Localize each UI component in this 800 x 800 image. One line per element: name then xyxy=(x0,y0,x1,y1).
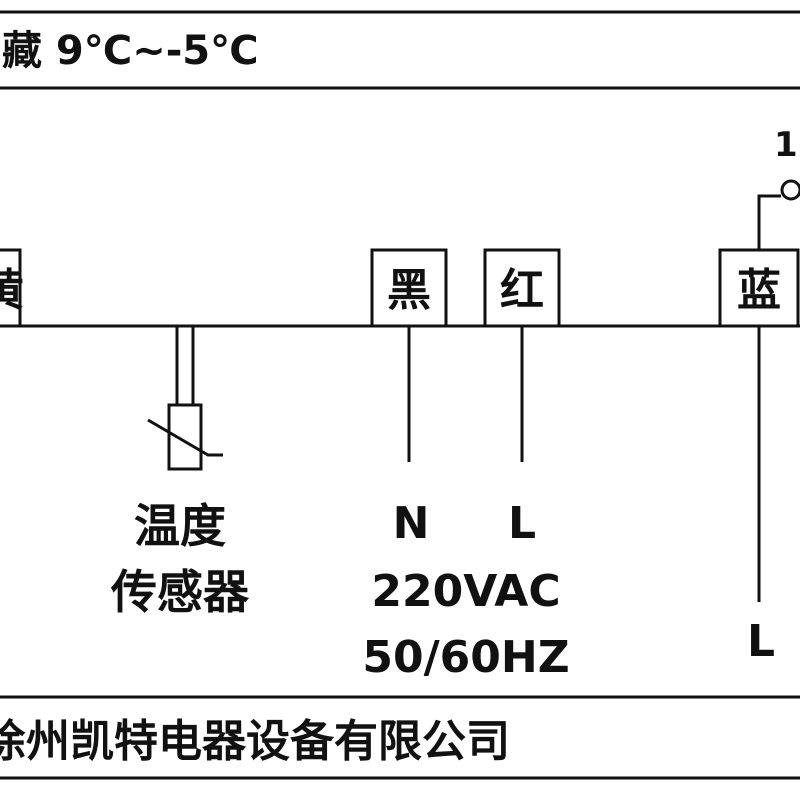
footer-company: 徐州凯特电器设备有限公司 xyxy=(0,716,510,767)
terminal-red-label: 红 xyxy=(500,265,544,316)
terminal-black: 黑 xyxy=(370,248,448,328)
switch-number: 1 xyxy=(774,125,798,165)
sensor-label-line2: 传感器 xyxy=(110,565,250,619)
right-wire-label: L xyxy=(747,616,775,667)
power-l-label: L xyxy=(508,498,536,549)
terminal-black-label: 黑 xyxy=(387,265,431,316)
terminal-red: 红 xyxy=(483,248,561,328)
terminal-left-label: 黄 xyxy=(0,265,24,316)
sensor-label-line1: 温度 xyxy=(134,499,226,553)
power-voltage-label: 220VAC xyxy=(371,566,560,617)
header-title: 藏 9℃~-5℃ xyxy=(2,28,259,74)
terminal-left-partial: 黄 xyxy=(0,248,24,328)
switch-contact xyxy=(757,179,800,250)
temperature-sensor-symbol xyxy=(147,326,223,471)
power-frequency-label: 50/60HZ xyxy=(362,632,569,683)
terminal-blue-label: 蓝 xyxy=(737,265,781,316)
power-n-label: N xyxy=(393,498,430,549)
outer-frame xyxy=(0,10,800,780)
power-wires xyxy=(407,326,761,602)
terminal-blue: 蓝 xyxy=(718,248,800,328)
